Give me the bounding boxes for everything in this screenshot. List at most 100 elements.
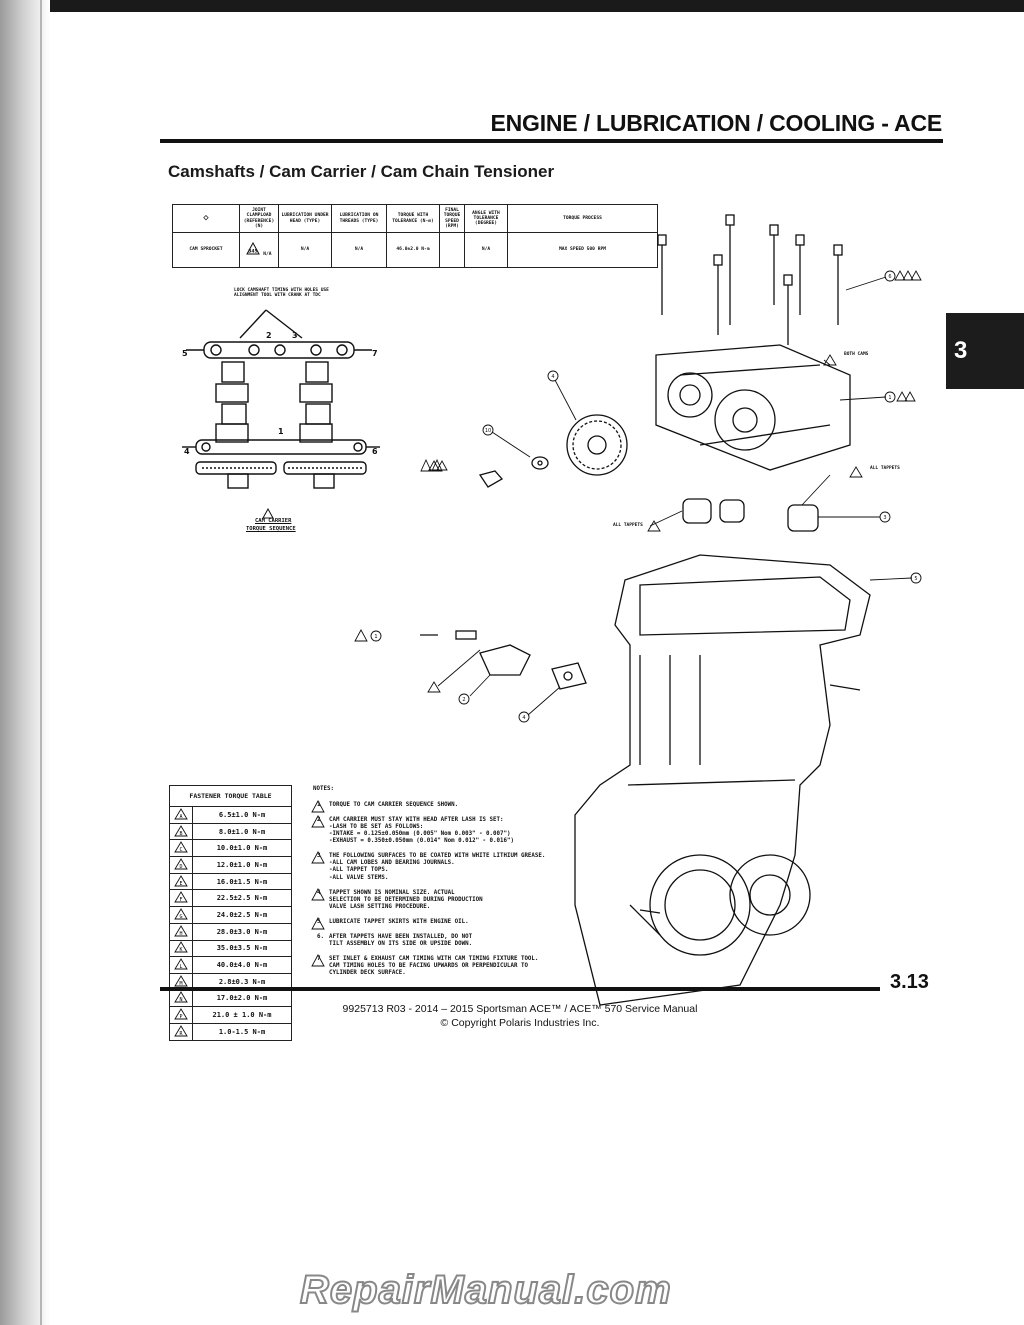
note-number: 1: [317, 802, 321, 808]
fastener-value: 28.0±3.0 N-m: [192, 922, 292, 941]
note-number: 7: [317, 955, 321, 962]
seq-label-2: 2: [266, 331, 272, 340]
fastener-row: A 6.5±1.0 N-m: [169, 806, 292, 824]
spec-header-process: TORQUE PROCESS: [507, 204, 658, 233]
svg-text:E: E: [179, 881, 182, 887]
page-number: 3.13: [890, 971, 929, 993]
fastener-symbol: D: [169, 856, 193, 874]
svg-text:3: 3: [883, 515, 886, 521]
spec-header-angle: ANGLE WITH TOLERANCE (DEGREE): [464, 204, 508, 233]
note-text: LUBRICATE TAPPET SKIRTS WITH ENGINE OIL.: [329, 918, 469, 925]
fastener-symbol: F: [169, 889, 193, 908]
note-text: TORQUE TO CAM CARRIER SEQUENCE SHOWN.: [329, 802, 459, 808]
chapter-header: ENGINE / LUBRICATION / COOLING - ACE: [490, 110, 942, 136]
cam-carrier-bolts: [657, 214, 843, 345]
fastener-value: 22.5±2.5 N-m: [192, 889, 292, 908]
fastener-symbol: G: [169, 906, 193, 924]
cam-carrier-top-note: LOCK CAMSHAFT TIMING WITH HOLES USE ALIG…: [234, 288, 329, 299]
footer-rule: [160, 987, 880, 991]
note-item: 6.AFTER TAPPETS HAVE BEEN INSTALLED, DO …: [313, 934, 583, 948]
svg-text:K: K: [179, 947, 182, 953]
fastener-symbol: B: [169, 822, 193, 841]
callout-all-tappets-right: ALL TAPPETS: [870, 466, 900, 471]
cam-carrier-caption-1: CAM CARRIER: [255, 518, 292, 524]
notes-title: NOTES:: [313, 786, 334, 792]
callout-all-tappets-left: ALL TAPPETS: [613, 523, 643, 528]
spec-cell-part: CAM SPROCKET: [172, 232, 240, 268]
fastener-symbol: L: [169, 956, 193, 974]
spec-cell-clampload-value: N/A: [263, 252, 272, 258]
fastener-symbol: E: [169, 872, 193, 891]
note-text: SET INLET & EXHAUST CAM TIMING WITH CAM …: [329, 955, 539, 977]
spec-header-lub-threads: LUBRICATION ON THREADS (TYPE): [331, 204, 387, 233]
fastener-symbol: H: [169, 922, 193, 941]
note-number: 6.: [317, 933, 324, 940]
note-item: 2 CAM CARRIER MUST STAY WITH HEAD AFTER L…: [311, 815, 583, 845]
note-number: 5: [317, 918, 321, 925]
svg-text:4: 4: [522, 715, 525, 721]
spec-cell-lub-head: N/A: [278, 232, 332, 268]
svg-text:C: C: [179, 847, 182, 853]
spec-cell-lub-threads: N/A: [331, 232, 387, 268]
note-number: 3: [317, 853, 321, 860]
spec-cell-clampload: 345 N/A: [239, 232, 279, 268]
svg-text:5: 5: [914, 576, 917, 582]
note-number: 2: [317, 817, 321, 824]
seq-label-1: 1: [278, 427, 284, 436]
fastener-symbol: A: [169, 806, 193, 824]
note-text: CAM CARRIER MUST STAY WITH HEAD AFTER LA…: [329, 817, 514, 845]
spec-header-torque: TORQUE WITH TOLERANCE (N-m): [386, 204, 440, 233]
note-item: 1 TORQUE TO CAM CARRIER SEQUENCE SHOWN.: [311, 800, 583, 813]
callout-balloon-7: 1: [354, 629, 382, 642]
svg-text:F: F: [179, 897, 182, 903]
fastener-table-title-row: FASTENER TORQUE TABLE: [169, 785, 292, 807]
header-rule: [160, 139, 943, 143]
page-gutter-line: [40, 0, 42, 1325]
cam-carrier-caption-2: TORQUE SEQUENCE: [246, 526, 296, 532]
fastener-value: 12.0±1.0 N-m: [192, 856, 292, 874]
scan-top-edge: [0, 0, 1024, 12]
svg-text:G: G: [179, 914, 182, 920]
callout-balloon-4-5: [420, 459, 443, 472]
svg-text:A: A: [179, 814, 182, 820]
manual-title-footer: 9925713 R03 - 2014 – 2015 Sportsman ACE™…: [342, 1003, 698, 1015]
notes-block: NOTES: 1 TORQUE TO CAM CARRIER SEQUENCE S…: [311, 786, 583, 985]
note-triangle-icon: 345: [246, 242, 263, 257]
fastener-symbol: K: [169, 939, 193, 958]
svg-text:P: P: [179, 1014, 182, 1020]
watermark-logo: RepairManual.com: [299, 1267, 672, 1313]
svg-text:R: R: [179, 1031, 183, 1037]
note-text: THE FOLLOWING SURFACES TO BE COATED WITH…: [329, 853, 546, 881]
seq-label-5: 5: [182, 349, 188, 358]
section-title: Camshafts / Cam Carrier / Cam Chain Tens…: [168, 162, 555, 181]
spec-cell-torque: 46.0±2.0 N-m: [386, 232, 440, 268]
fastener-value: 1.0-1.5 N-m: [192, 1022, 292, 1041]
svg-text:B: B: [179, 831, 182, 837]
callout-both-cams: BOTH CAMS: [844, 352, 869, 357]
svg-text:1: 1: [374, 634, 377, 640]
svg-text:4: 4: [551, 374, 554, 380]
fastener-value: 6.5±1.0 N-m: [192, 806, 292, 824]
seq-label-4: 4: [184, 447, 190, 456]
fastener-symbol: C: [169, 839, 193, 858]
svg-text:L: L: [179, 964, 182, 970]
seq-label-3: 3: [292, 331, 298, 340]
svg-text:1: 1: [888, 395, 891, 401]
note-triangle-icon: [262, 508, 274, 519]
seq-label-7: 7: [372, 349, 378, 358]
copyright-footer: © Copyright Polaris Industries Inc.: [440, 1017, 600, 1029]
svg-text:2: 2: [462, 697, 465, 703]
note-number: 4: [317, 889, 321, 896]
spec-header-clampload: JOINT CLAMPLOAD (REFERENCE) (N): [239, 204, 279, 233]
cam-carrier-torque-sequence-drawing: 2 3 5 7 1 4 6: [182, 309, 380, 489]
